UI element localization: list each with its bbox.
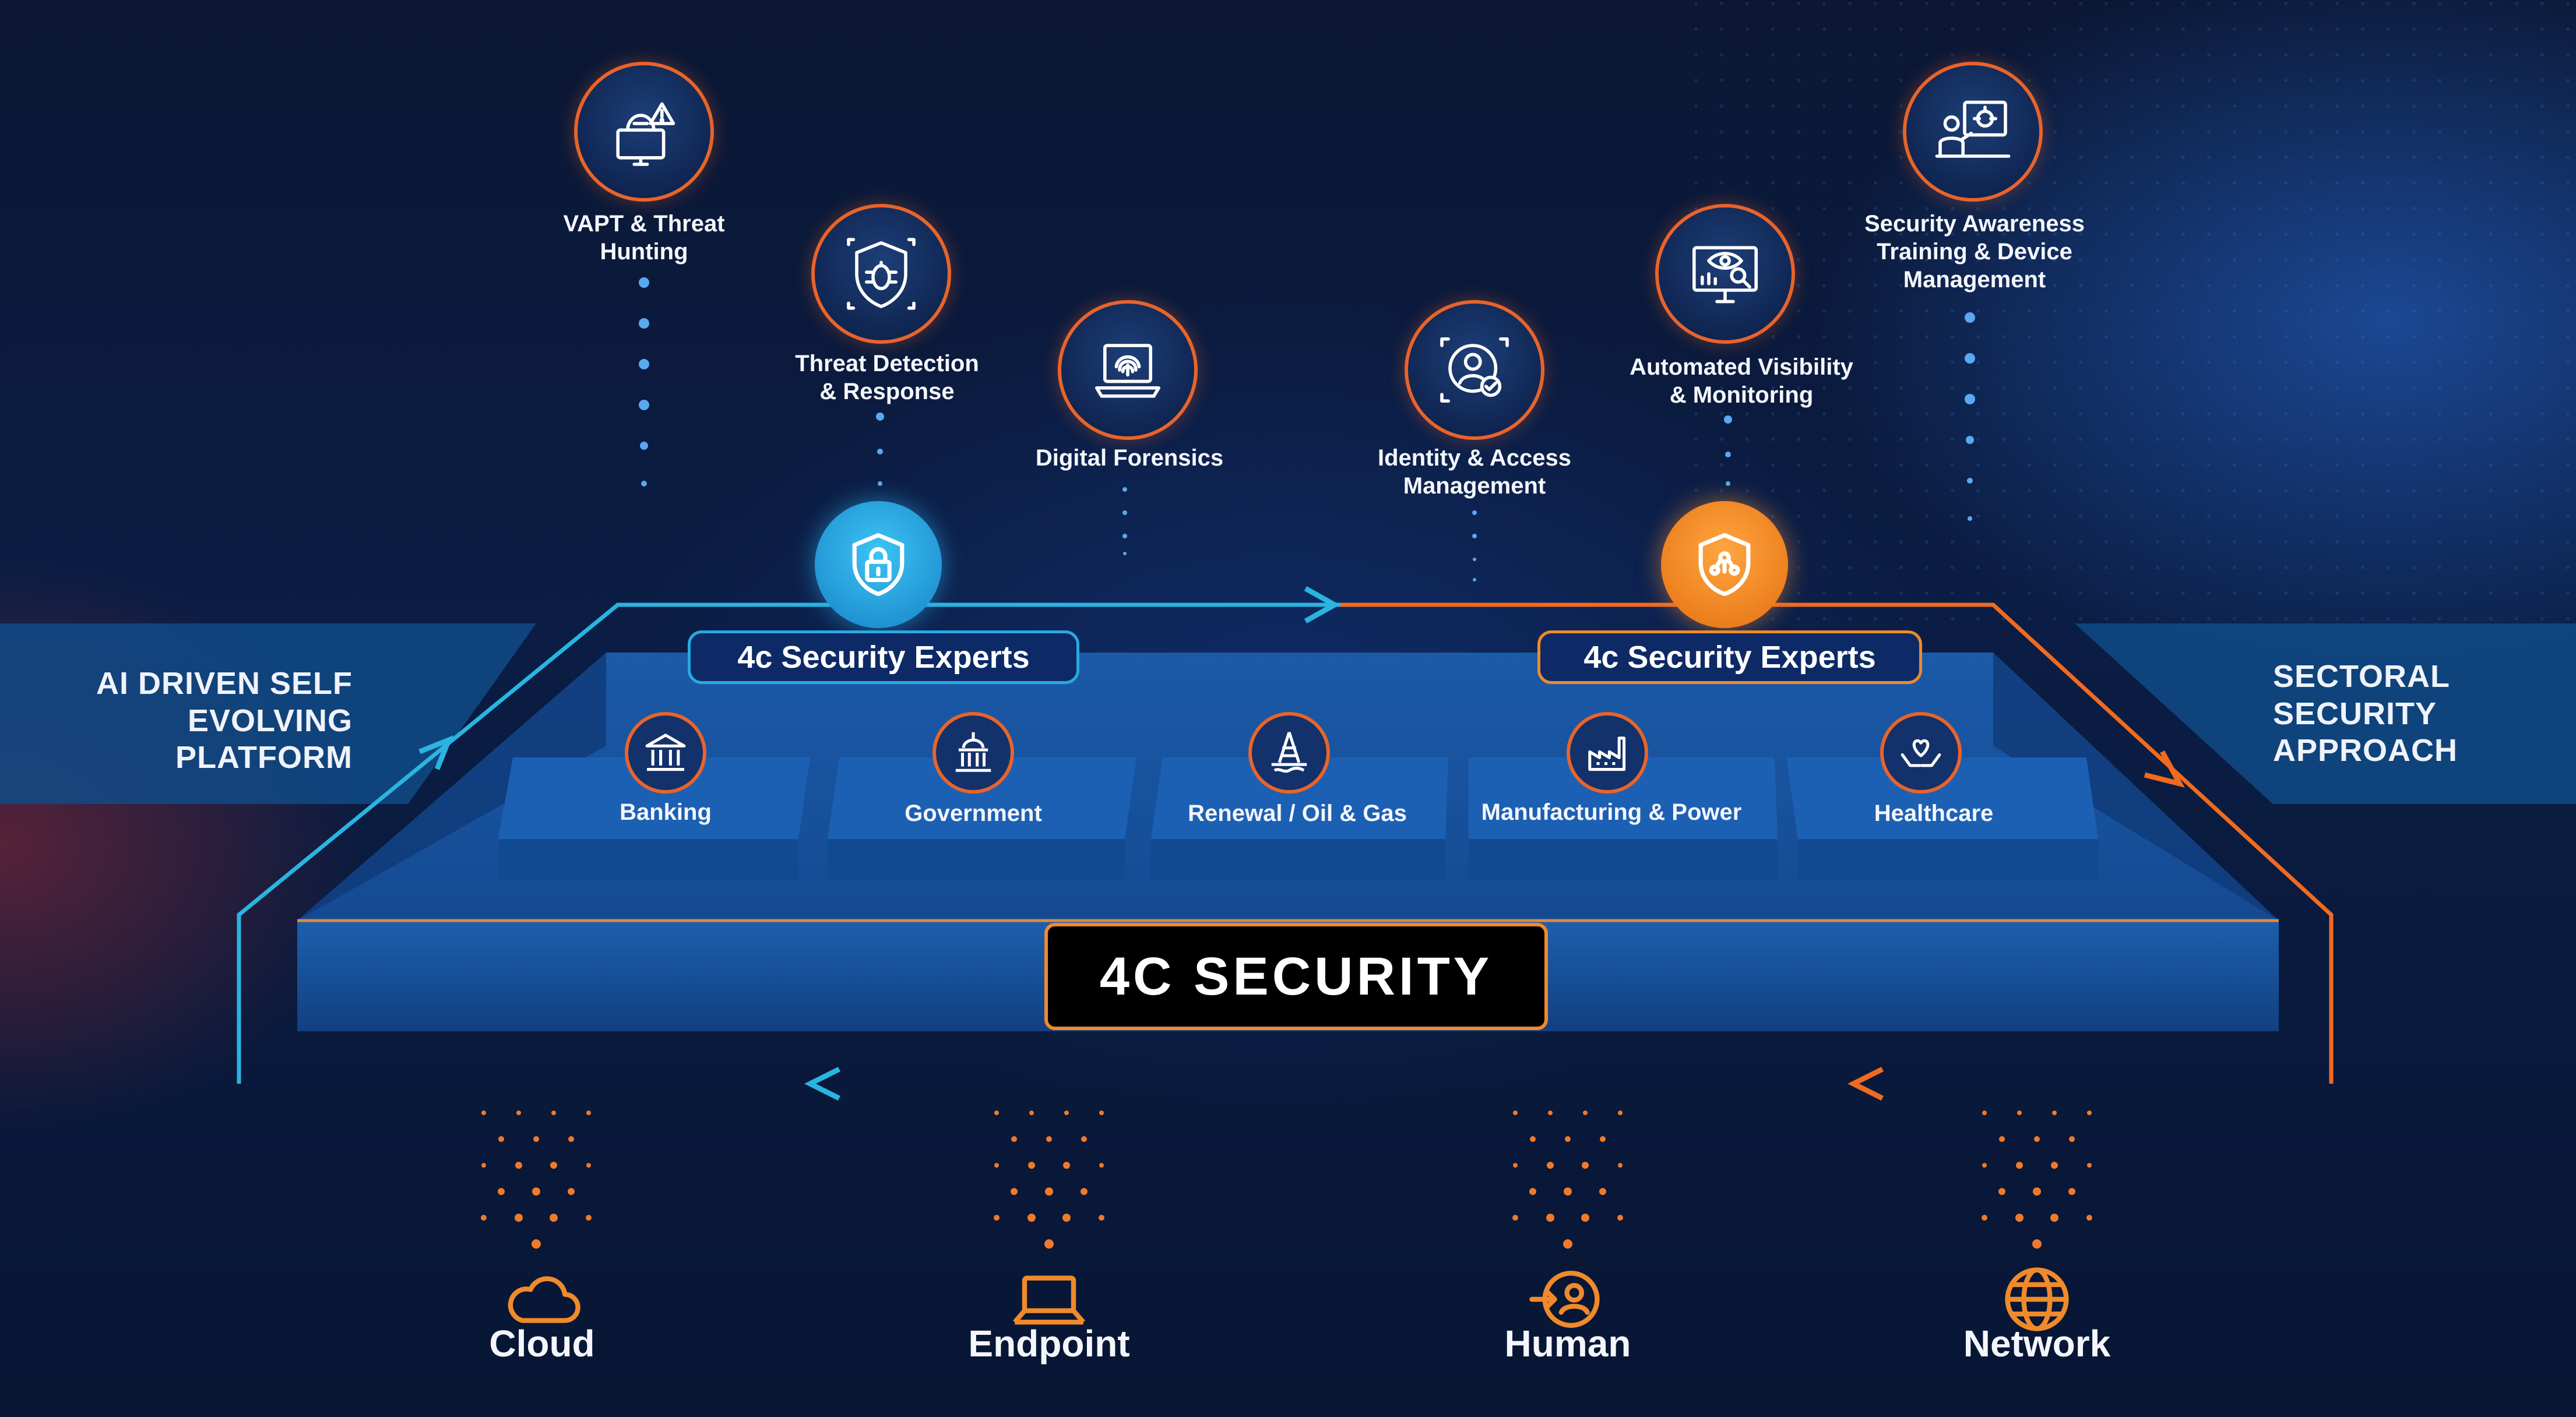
cloud-icon (508, 1276, 580, 1323)
heart-hands-icon (1880, 712, 1962, 794)
right-side-label: SECTORAL SECURITY APPROACH (2273, 659, 2458, 769)
service-label-threat-detection: Threat Detection & Response (795, 351, 979, 404)
sector-blocks (498, 757, 2098, 880)
sector-label-healthcare: Healthcare (1874, 801, 1994, 826)
endpoint-label-human: Human (1504, 1323, 1631, 1365)
shield-bug-icon (811, 204, 951, 344)
oil-rig-icon (1248, 712, 1330, 794)
arrow-left-icon (804, 1066, 841, 1101)
dot-texture (1690, 0, 2576, 641)
person-login-icon (1529, 1271, 1600, 1328)
globe-icon (2005, 1267, 2069, 1331)
trainer-screen-icon (1903, 62, 2043, 202)
service-label-vapt: VAPT & Threat Hunting (563, 211, 725, 265)
left-side-label: AI DRIVEN SELF EVOLVING PLATFORM (96, 666, 353, 776)
left-side-band (0, 623, 536, 804)
network-shield-icon (1661, 501, 1788, 628)
arrow-up-right-icon (418, 735, 454, 770)
service-label-automated-visibility: Automated Visibility & Monitoring (1630, 354, 1853, 408)
arrow-right-icon (1304, 586, 1340, 623)
flow-line-cyan (237, 602, 1340, 1084)
experts-pill-right: 4c Security Experts (1537, 630, 1922, 684)
brand-banner: 4C SECURITY (1044, 923, 1548, 1030)
bank-icon (625, 712, 706, 794)
lock-shield-icon (815, 501, 942, 628)
service-label-identity-access: Identity & Access Management (1378, 445, 1571, 499)
user-check-icon (1405, 300, 1544, 440)
sector-label-manufacturing: Manufacturing & Power (1481, 799, 1742, 825)
service-label-digital-forensics: Digital Forensics (1035, 445, 1224, 471)
monitor-eye-icon (1655, 204, 1795, 344)
endpoint-label-cloud: Cloud (489, 1323, 595, 1365)
sector-label-renewal: Renewal / Oil & Gas (1188, 801, 1407, 826)
endpoint-dot-fields (481, 1111, 2092, 1249)
endpoint-label-endpoint: Endpoint (968, 1323, 1130, 1365)
endpoint-label-network: Network (1963, 1323, 2111, 1365)
flow-line-orange (1340, 602, 2334, 1084)
government-building-icon (932, 712, 1014, 794)
sector-label-government: Government (905, 801, 1042, 826)
service-label-security-awareness: Security Awareness Training & Device Man… (1864, 211, 2085, 292)
laptop-fingerprint-icon (1058, 300, 1198, 440)
experts-pill-left: 4c Security Experts (688, 630, 1079, 684)
sector-label-banking: Banking (620, 799, 712, 825)
dotted-connectors (639, 277, 1975, 581)
laptop-icon (1013, 1275, 1085, 1325)
arrow-left-icon (1847, 1066, 1884, 1101)
factory-icon (1567, 712, 1648, 794)
arrow-down-right-icon (2144, 750, 2185, 788)
hacker-alert-icon (574, 62, 714, 202)
platform-inner-right (1993, 653, 2279, 921)
right-side-band (2075, 623, 2576, 804)
platform-inner-left (297, 653, 606, 921)
